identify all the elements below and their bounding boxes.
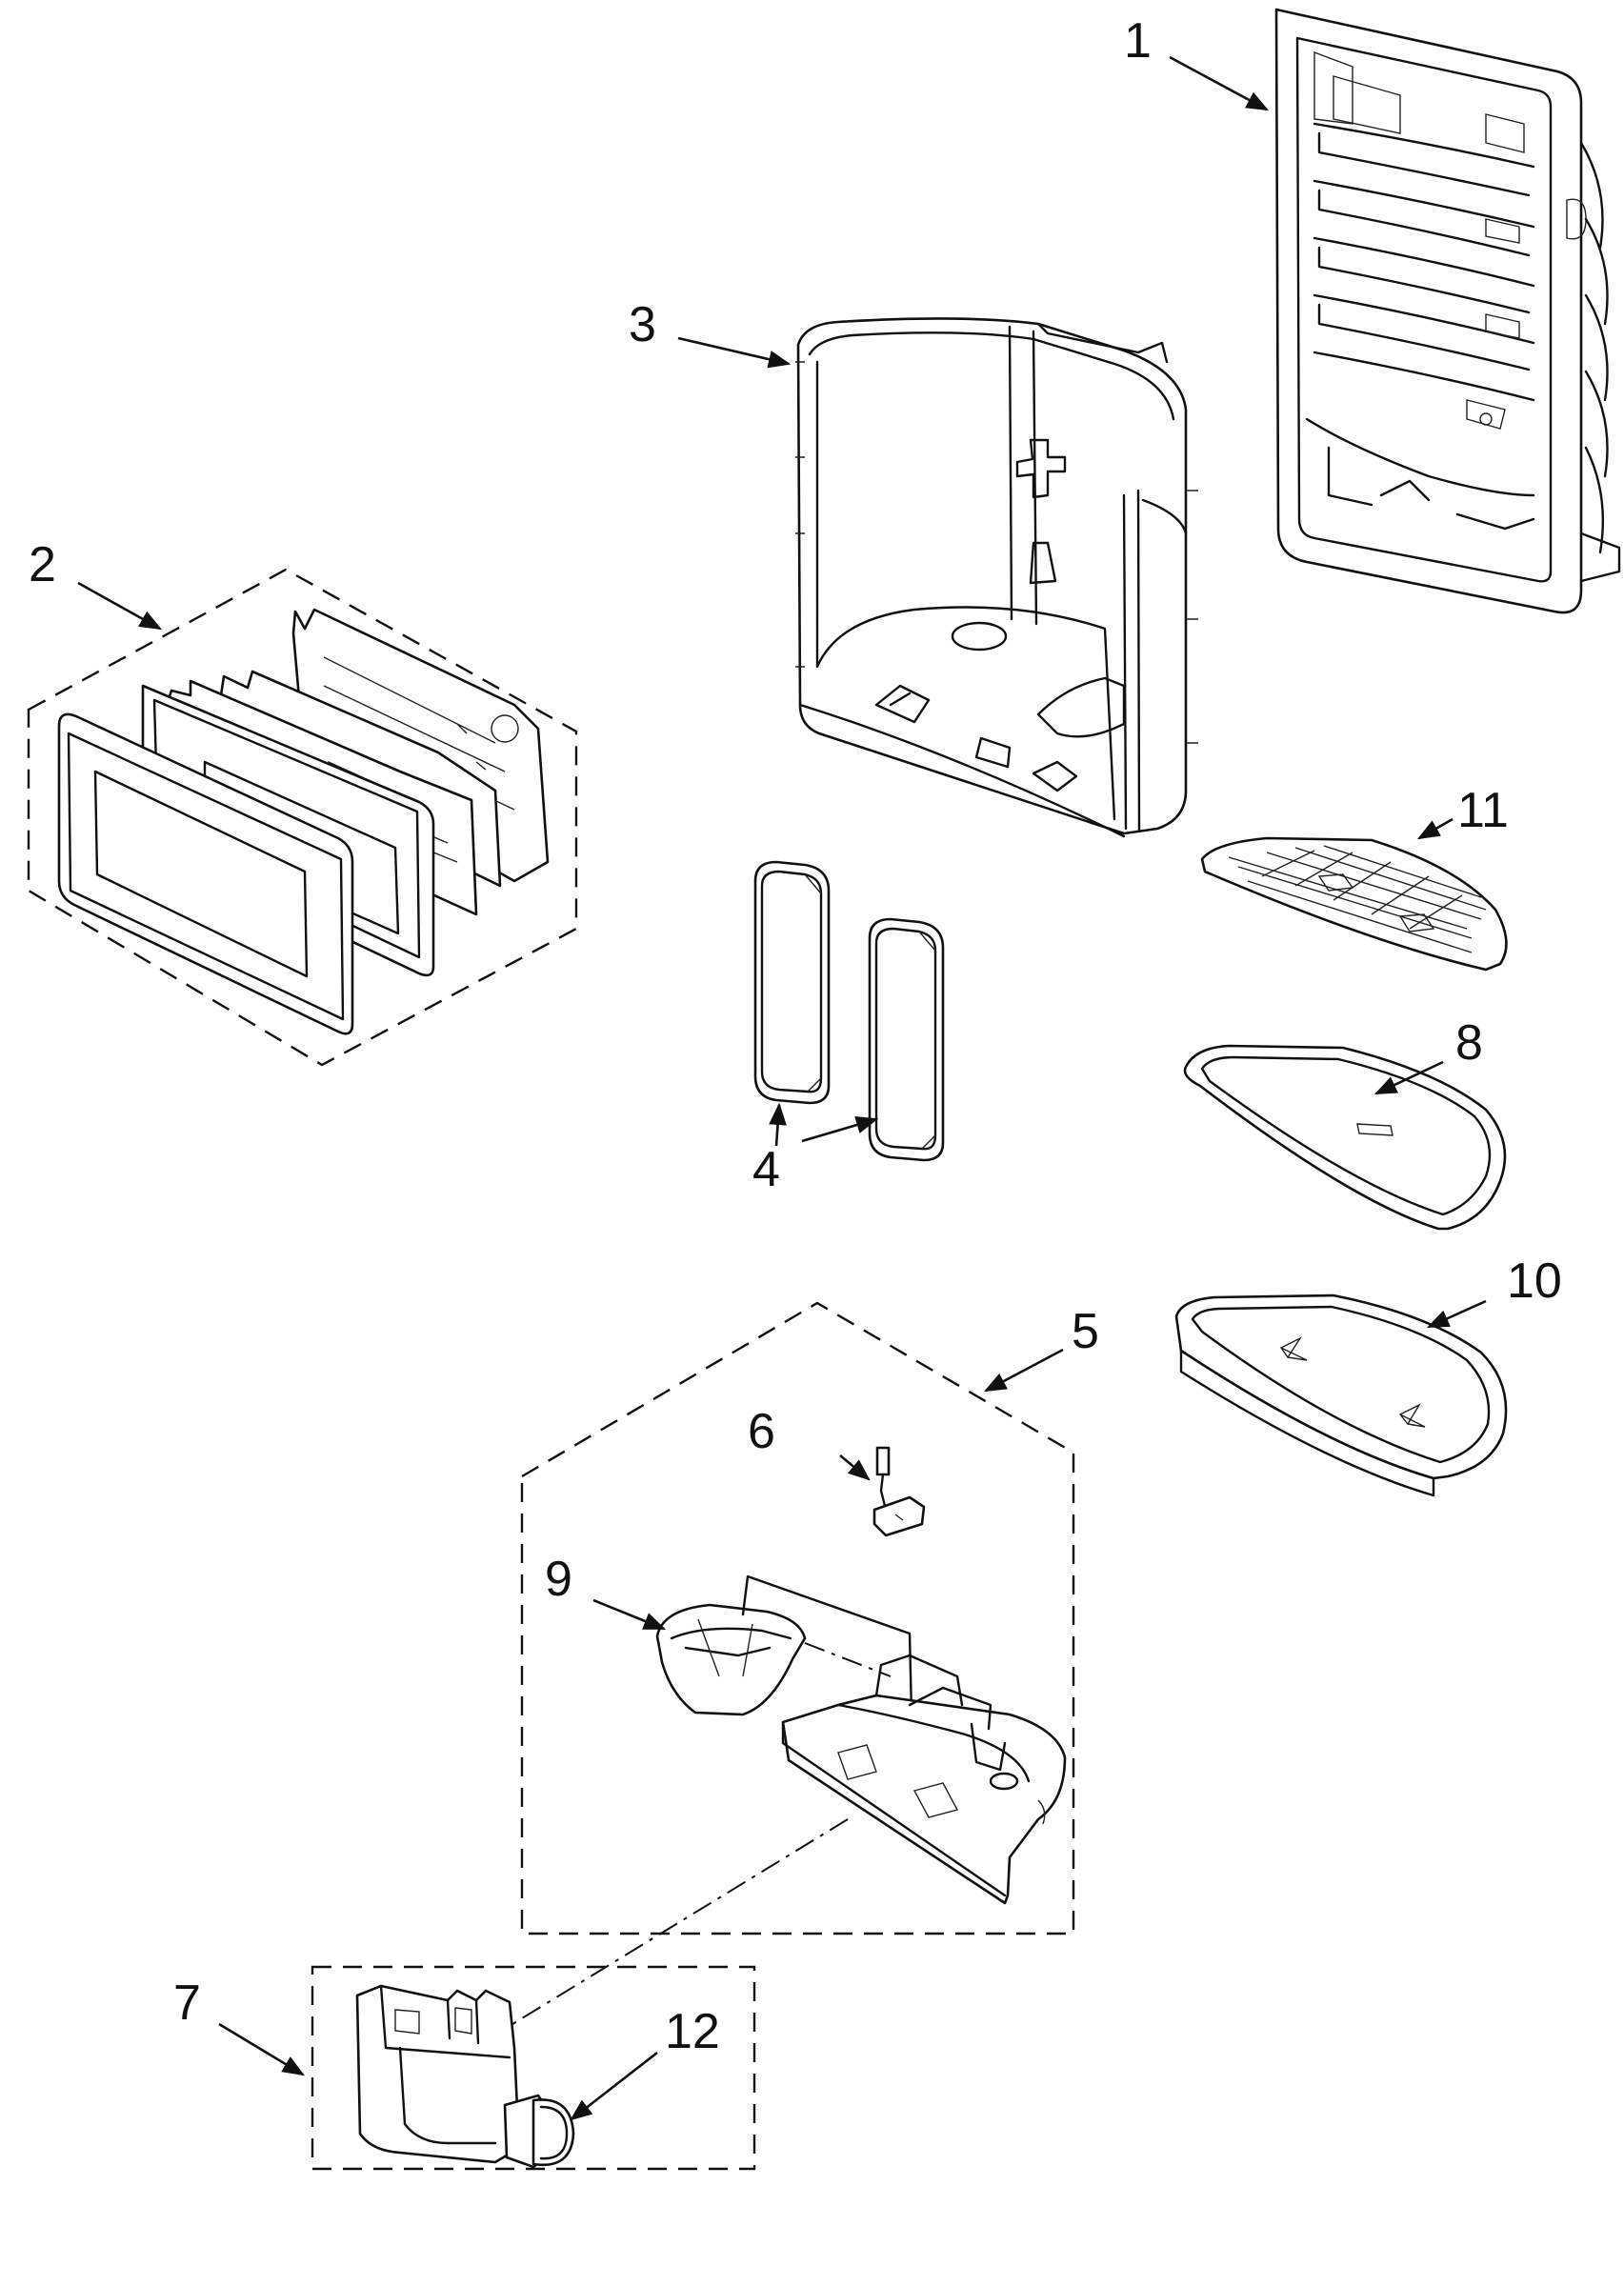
dispenser-base — [781, 1654, 1067, 1905]
callout-8: 8 — [1455, 1015, 1483, 1071]
part-4-pads — [753, 860, 945, 1162]
part-6-switch — [872, 1446, 926, 1537]
callout-9: 9 — [545, 1552, 572, 1607]
callout-7: 7 — [173, 1975, 201, 2031]
part-7-actuator-assembly — [311, 1965, 756, 2171]
callout-3: 3 — [629, 297, 656, 352]
part-2-control-assembly — [27, 568, 578, 1067]
callout-1: 1 — [1124, 13, 1152, 69]
part-11-grille — [1200, 836, 1508, 972]
callout-11: 11 — [1457, 783, 1509, 838]
callout-5: 5 — [1072, 1304, 1099, 1359]
callout-6: 6 — [748, 1404, 775, 1459]
callout-2: 2 — [29, 537, 56, 592]
part-5-dispenser-assembly — [504, 1301, 1075, 2030]
part-8-tray — [1183, 1044, 1507, 1231]
callout-4: 4 — [752, 1142, 780, 1197]
part-1-housing-frame — [1274, 8, 1621, 614]
callout-labels: 1 2 3 4 5 6 7 8 9 10 11 12 — [29, 13, 1562, 2059]
callout-10: 10 — [1507, 1253, 1562, 1309]
part-9-chute — [655, 1603, 807, 1716]
part-10-drip-tray — [1174, 1293, 1508, 1497]
leader-arrows — [77, 55, 1487, 2121]
callout-12: 12 — [665, 2004, 720, 2059]
part-3-dispenser-recess — [795, 317, 1198, 838]
